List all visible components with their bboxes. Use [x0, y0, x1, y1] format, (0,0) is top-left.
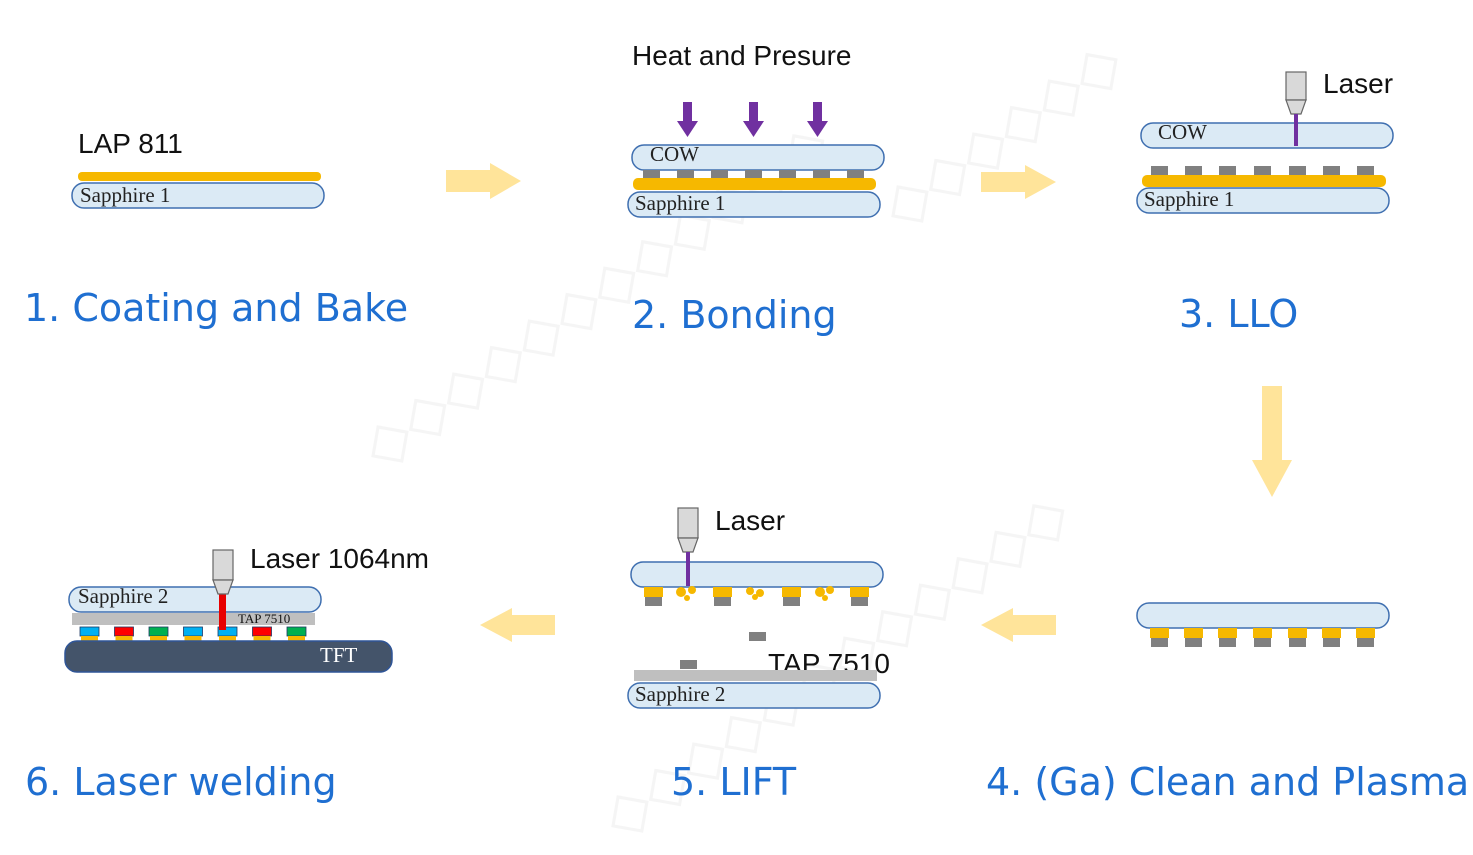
- step-3-llo: Laser COW Sapphire 1 3. LLO: [1136, 68, 1394, 336]
- chip: [713, 587, 732, 606]
- chip: [1254, 166, 1271, 176]
- chip-row: [1150, 628, 1375, 647]
- micro-led: [183, 626, 203, 641]
- chip: [847, 170, 864, 180]
- down-arrow-icon: [743, 102, 764, 137]
- heat-pressure-label: Heat and Presure: [632, 40, 851, 71]
- chip: [1253, 628, 1272, 647]
- flow-arrow-right-1: [446, 163, 521, 199]
- chip: [1184, 628, 1203, 647]
- falling-chip: [749, 632, 766, 641]
- flow-arrow-left-1: [981, 608, 1056, 642]
- chip: [711, 170, 728, 180]
- sapphire-2-plate: [68, 586, 322, 613]
- step-2-bonding: Heat and Presure COW Sapphire 1 2. Bondi…: [627, 40, 885, 337]
- sapphire-1-plate: [71, 182, 325, 209]
- cow-plate: [1140, 122, 1394, 149]
- step-6-laser-welding: Laser 1064nm Sapphire 2 TAP 7510 TFT 6. …: [25, 543, 429, 804]
- sapphire-1-label: Sapphire 1: [635, 191, 725, 215]
- chip: [1219, 166, 1236, 176]
- chip: [782, 587, 801, 606]
- chip: [1185, 166, 1202, 176]
- laser-beam: [219, 592, 226, 630]
- chip: [643, 170, 660, 180]
- micro-led: [114, 626, 134, 641]
- micro-led: [148, 626, 169, 641]
- lap811-coating-layer: [78, 172, 321, 181]
- sapphire-1-plate: [1136, 187, 1390, 214]
- tft-label: TFT: [320, 643, 358, 667]
- chip: [644, 587, 663, 606]
- transferred-chip: [680, 660, 697, 669]
- chip: [1151, 166, 1168, 176]
- flow-arrow-down: [1252, 386, 1292, 497]
- down-arrow-icon: [807, 102, 828, 137]
- step-1-coating-and-bake: LAP 811 Sapphire 1 1. Coating and Bake: [24, 128, 408, 330]
- chip: [1322, 628, 1341, 647]
- step-6-title: 6. Laser welding: [25, 760, 337, 804]
- laser-head-icon: [677, 507, 699, 553]
- chip: [1357, 166, 1374, 176]
- chip-ablated: [815, 586, 834, 601]
- sapphire-2-label: Sapphire 2: [78, 584, 168, 608]
- chip: [1218, 628, 1237, 647]
- chip-row: [643, 170, 864, 180]
- laser-1064-label: Laser 1064nm: [250, 543, 429, 574]
- chip: [677, 170, 694, 180]
- chip: [1289, 166, 1306, 176]
- sapphire-1-label: Sapphire 1: [80, 183, 170, 207]
- laser-label: Laser: [1323, 68, 1393, 99]
- flow-arrow-right-2: [981, 165, 1056, 199]
- micro-led: [79, 626, 100, 641]
- chip: [1356, 628, 1375, 647]
- step-5-title: 5. LIFT: [671, 760, 797, 804]
- step-4-title: 4. (Ga) Clean and Plasma: [986, 760, 1469, 804]
- laser-head-icon: [1285, 71, 1307, 115]
- adhesive-layer: [1142, 175, 1386, 187]
- chip-row: [1151, 166, 1374, 176]
- micro-led: [252, 626, 272, 641]
- lap811-label: LAP 811: [78, 128, 183, 159]
- cow-label: COW: [650, 142, 699, 166]
- chip: [1150, 628, 1169, 647]
- pressure-arrows: [677, 102, 828, 137]
- tap7510-tape: [72, 613, 315, 625]
- micro-led: [286, 626, 307, 641]
- chip: [745, 170, 762, 180]
- chip-ablated: [746, 587, 764, 600]
- cow-plate: [1136, 602, 1390, 629]
- chip-row: [644, 586, 869, 606]
- step-3-title: 3. LLO: [1179, 292, 1298, 336]
- step-1-title: 1. Coating and Bake: [24, 286, 408, 330]
- laser-beam: [1294, 114, 1298, 146]
- down-arrow-icon: [677, 102, 698, 137]
- laser-head-icon: [212, 549, 234, 595]
- sapphire-1-plate: [627, 191, 881, 218]
- micro-led: [217, 626, 238, 641]
- chip: [850, 587, 869, 606]
- chip: [1323, 166, 1340, 176]
- cow-label: COW: [1158, 120, 1207, 144]
- laser-label: Laser: [715, 505, 785, 536]
- step-2-title: 2. Bonding: [632, 293, 837, 337]
- led-row: [79, 626, 307, 641]
- step-5-lift: Laser TAP 7510 Sapphire 2 5. LIFT: [627, 505, 890, 804]
- tft-substrate: [64, 640, 393, 673]
- chip: [1288, 628, 1307, 647]
- sapphire-2-label: Sapphire 2: [635, 682, 725, 706]
- svg-text:◇◇◇◇◇◇: ◇◇◇◇◇◇: [868, 26, 1135, 242]
- cow-plate: [630, 561, 884, 588]
- chip: [813, 170, 830, 180]
- sapphire-2-plate: [627, 682, 881, 709]
- laser-beam: [686, 552, 690, 586]
- chip-ablated: [676, 586, 696, 601]
- tap7510-tape: [634, 670, 877, 681]
- tap7510-label: TAP 7510: [238, 611, 290, 626]
- adhesive-layer: [633, 178, 876, 190]
- step-4-clean-and-plasma: 4. (Ga) Clean and Plasma: [986, 602, 1469, 804]
- sapphire-1-label: Sapphire 1: [1144, 187, 1234, 211]
- flow-arrow-left-2: [480, 608, 555, 642]
- chip: [779, 170, 796, 180]
